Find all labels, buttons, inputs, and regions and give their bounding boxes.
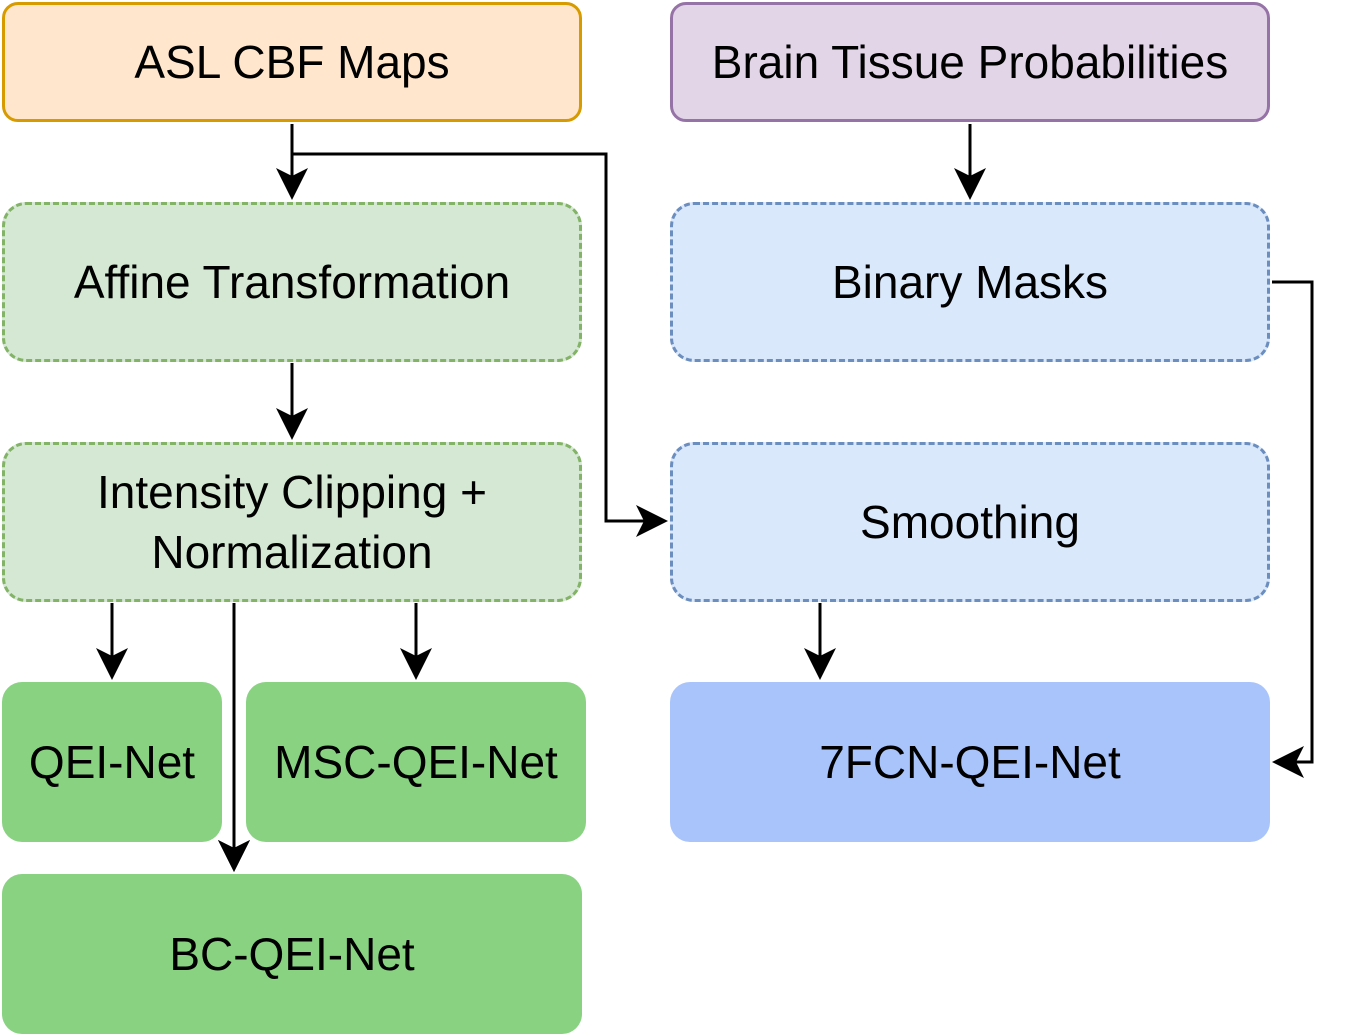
node-qei-net-label: QEI-Net <box>28 736 196 788</box>
edge-affine-to-intensity <box>276 363 308 440</box>
node-smoothing: Smoothing <box>670 442 1270 602</box>
edge-brain-to-binary <box>954 124 986 200</box>
node-7fcn-qei-net-label: 7FCN-QEI-Net <box>819 736 1121 788</box>
edge-asl-to-affine <box>276 124 308 200</box>
node-brain-tissue-probabilities: Brain Tissue Probabilities <box>670 2 1270 122</box>
node-affine-transformation-label: Affine Transformation <box>73 256 511 308</box>
node-intensity-clipping-normalization: Intensity Clipping + Normalization <box>2 442 582 602</box>
node-bc-qei-net-label: BC-QEI-Net <box>169 928 415 980</box>
node-intensity-clipping-normalization-label: Intensity Clipping + Normalization <box>97 466 487 578</box>
node-smoothing-label: Smoothing <box>860 496 1080 548</box>
node-7fcn-qei-net: 7FCN-QEI-Net <box>670 682 1270 842</box>
node-brain-tissue-probabilities-label: Brain Tissue Probabilities <box>711 36 1229 88</box>
node-affine-transformation: Affine Transformation <box>2 202 582 362</box>
edge-smoothing-to-7fcn <box>804 603 836 680</box>
node-msc-qei-net: MSC-QEI-Net <box>246 682 586 842</box>
edge-binary-to-7fcn <box>1272 280 1314 778</box>
edge-intensity-to-qei <box>96 603 128 680</box>
node-qei-net: QEI-Net <box>2 682 222 842</box>
node-msc-qei-net-label: MSC-QEI-Net <box>274 736 558 788</box>
node-binary-masks: Binary Masks <box>670 202 1270 362</box>
node-binary-masks-label: Binary Masks <box>831 256 1109 308</box>
node-asl-cbf-maps-label: ASL CBF Maps <box>134 36 450 88</box>
edge-intensity-to-msc <box>400 603 432 680</box>
node-bc-qei-net: BC-QEI-Net <box>2 874 582 1034</box>
node-asl-cbf-maps: ASL CBF Maps <box>2 2 582 122</box>
